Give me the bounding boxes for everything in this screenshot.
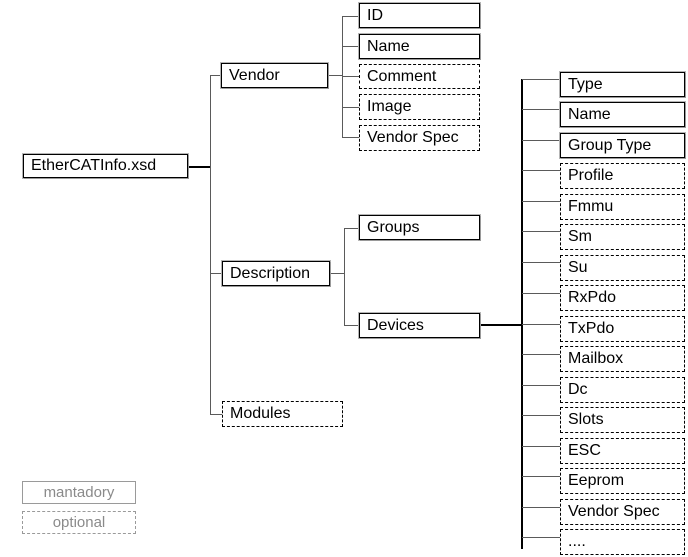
node-label: Groups (367, 218, 420, 236)
connector-devices-child-6 (522, 262, 560, 263)
legend-label: mantadory (43, 483, 115, 501)
node-label: Dc (568, 381, 588, 398)
connector-vendor-child-4 (342, 137, 359, 138)
node-device-more[interactable]: .... (560, 529, 685, 555)
node-label: Comment (367, 67, 437, 85)
connector-vendor-stem (328, 75, 342, 76)
connector-devices-child-2 (522, 140, 560, 141)
node-label: Devices (367, 316, 424, 334)
connector-devices-child-8 (522, 324, 560, 325)
node-description[interactable]: Description (222, 261, 330, 286)
node-label: .... (568, 533, 586, 550)
connector-devices-child-12 (522, 446, 560, 447)
node-label: ESC (568, 442, 601, 459)
connector-vendor-child-0 (342, 16, 359, 17)
legend-optional: optional (22, 511, 136, 534)
node-label: Vendor (229, 66, 280, 84)
node-label: Type (568, 75, 603, 93)
connector-devices-child-15 (522, 537, 560, 538)
node-device-vendor-spec[interactable]: Vendor Spec (560, 499, 685, 525)
connector-description-stem (330, 273, 344, 274)
connector-devices-trunk (521, 79, 523, 549)
node-vendor[interactable]: Vendor (221, 63, 328, 88)
node-label: Modules (230, 405, 291, 422)
node-label: Fmmu (568, 198, 614, 215)
node-device-esc[interactable]: ESC (560, 438, 685, 464)
node-device-eeprom[interactable]: Eeprom (560, 468, 685, 494)
node-device-type[interactable]: Type (560, 72, 685, 97)
node-label: ID (367, 6, 383, 24)
node-device-mailbox[interactable]: Mailbox (560, 346, 685, 372)
connector-devices-child-14 (522, 507, 560, 508)
connector-devices-child-9 (522, 354, 560, 355)
connector-to-description (210, 273, 223, 274)
node-label: Group Type (568, 136, 652, 154)
legend-mandatory: mantadory (22, 481, 136, 504)
node-ethercatinfo-xsd[interactable]: EtherCATInfo.xsd (23, 154, 188, 178)
node-device-name[interactable]: Name (560, 102, 685, 127)
node-label: Name (568, 105, 611, 123)
node-vendor-comment[interactable]: Comment (359, 64, 480, 89)
node-device-slots[interactable]: Slots (560, 407, 685, 433)
connector-devices-child-5 (522, 231, 560, 232)
node-label: Slots (568, 411, 604, 428)
node-label: Vendor Spec (568, 503, 660, 520)
node-label: Mailbox (568, 350, 624, 367)
node-device-txpdo[interactable]: TxPdo (560, 316, 685, 342)
node-device-dc[interactable]: Dc (560, 377, 685, 403)
node-device-group-type[interactable]: Group Type (560, 133, 685, 158)
node-label: Vendor Spec (367, 129, 459, 146)
connector-devices-child-3 (522, 170, 560, 171)
connector-devices-child-4 (522, 201, 560, 202)
node-label: Description (230, 264, 311, 282)
connector-to-vendor (210, 75, 221, 76)
connector-root-stem (188, 166, 210, 168)
connector-devices-child-1 (522, 109, 560, 110)
connector-devices-child-11 (522, 415, 560, 416)
connector-description-trunk (344, 228, 345, 326)
connector-vendor-child-2 (342, 76, 359, 77)
node-groups[interactable]: Groups (359, 215, 480, 240)
connector-devices-stem (480, 324, 522, 326)
node-label: Profile (568, 167, 614, 184)
connector-vendor-child-1 (342, 46, 359, 47)
connector-devices-child-0 (522, 79, 560, 80)
node-device-rxpdo[interactable]: RxPdo (560, 285, 685, 311)
node-vendor-image[interactable]: Image (359, 94, 480, 120)
node-label: EtherCATInfo.xsd (31, 157, 157, 174)
connector-devices-child-7 (522, 293, 560, 294)
node-label: Su (568, 259, 588, 276)
connector-level1-trunk (210, 75, 211, 414)
connector-devices-child-10 (522, 385, 560, 386)
connector-to-modules (210, 414, 223, 415)
node-vendor-name[interactable]: Name (359, 34, 480, 59)
node-label: Sm (568, 228, 592, 245)
node-label: TxPdo (568, 320, 615, 337)
node-modules[interactable]: Modules (222, 401, 343, 427)
node-device-su[interactable]: Su (560, 255, 685, 281)
node-label: Name (367, 37, 410, 55)
node-device-profile[interactable]: Profile (560, 163, 685, 189)
node-vendor-spec[interactable]: Vendor Spec (359, 125, 480, 151)
node-devices[interactable]: Devices (359, 313, 480, 338)
node-label: RxPdo (568, 289, 617, 306)
node-label: Eeprom (568, 472, 625, 489)
connector-vendor-child-3 (342, 107, 359, 108)
connector-description-child-0 (344, 228, 359, 229)
node-vendor-id[interactable]: ID (359, 3, 480, 28)
node-device-sm[interactable]: Sm (560, 224, 685, 250)
connector-devices-child-13 (522, 476, 560, 477)
node-device-fmmu[interactable]: Fmmu (560, 194, 685, 220)
connector-description-child-1 (344, 325, 359, 326)
legend-label: optional (52, 513, 106, 531)
node-label: Image (367, 98, 412, 115)
